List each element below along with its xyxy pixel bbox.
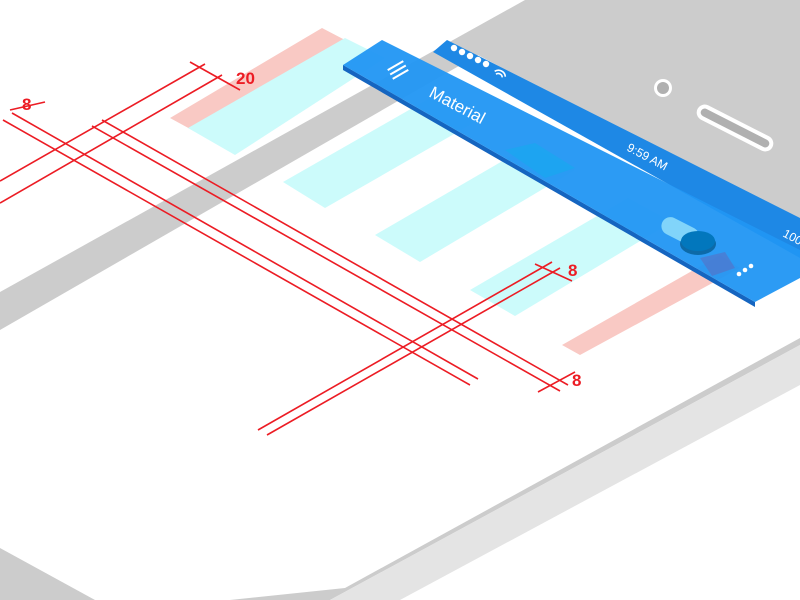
card xyxy=(283,98,475,208)
toolbar: Material xyxy=(343,40,800,307)
margin-guides xyxy=(170,28,740,355)
bottom-gap-label: 8 xyxy=(572,371,581,390)
more-options-icon[interactable] xyxy=(736,263,754,277)
wifi-icon xyxy=(494,69,507,78)
toggle-switch[interactable] xyxy=(658,214,716,255)
top-gap-label: 20 xyxy=(236,69,255,88)
speaker-icon xyxy=(696,104,774,152)
card xyxy=(188,38,385,155)
menu-icon[interactable] xyxy=(387,60,409,80)
left-margin-label: 8 xyxy=(22,95,31,114)
spacing-guides: 8 20 8 8 xyxy=(0,61,581,436)
card-gap-label: 8 xyxy=(568,261,577,280)
signal-dots-icon xyxy=(450,44,490,68)
